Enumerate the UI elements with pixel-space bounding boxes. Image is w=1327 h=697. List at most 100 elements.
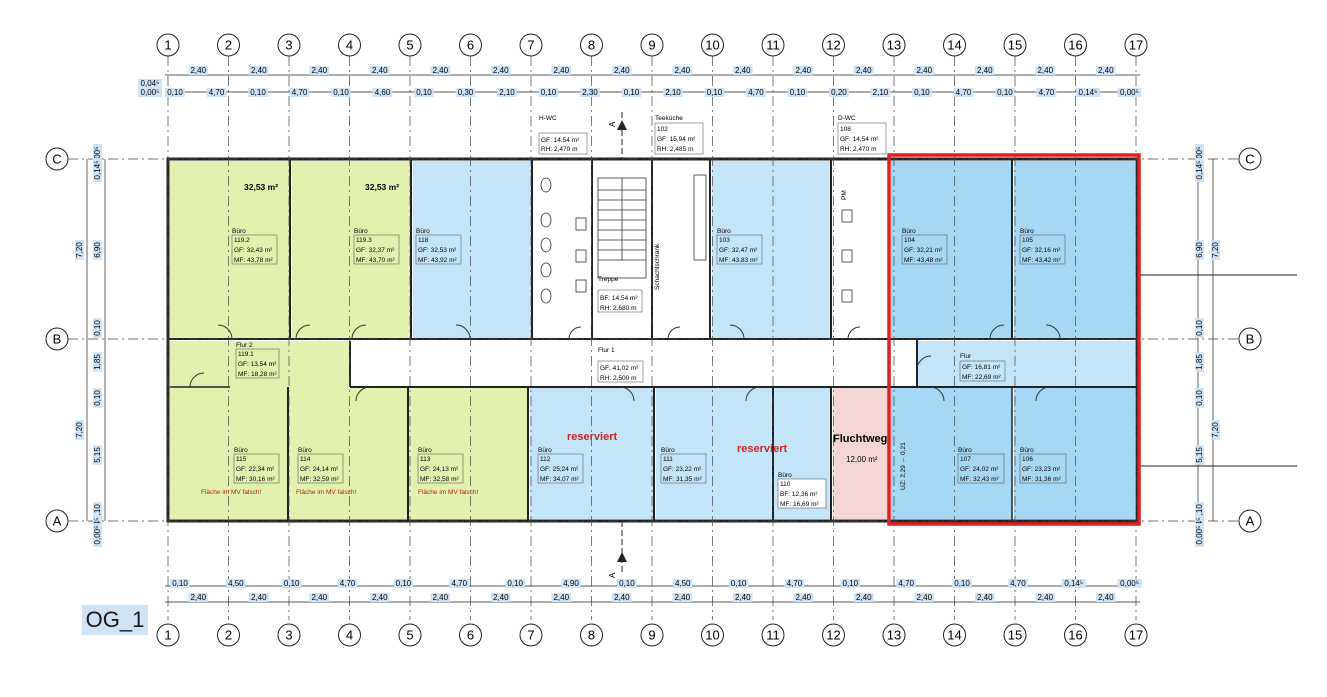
dim-top-grid-10: 2,40 — [735, 66, 751, 75]
dim-top-grid-16: 2,40 — [1098, 66, 1114, 75]
svg-text:Flur: Flur — [960, 353, 972, 360]
svg-text:13: 13 — [887, 38, 901, 53]
svg-text:MF: 32,43 m²: MF: 32,43 m² — [960, 476, 999, 483]
svg-text:108: 108 — [840, 126, 851, 133]
svg-text:RH: 2,470 m: RH: 2,470 m — [840, 146, 877, 153]
dim-bottom-sub-16: 4,70 — [1010, 579, 1026, 588]
axis-bubble-bottom-4: 4 — [338, 623, 361, 647]
room-106[interactable] — [1014, 387, 1135, 519]
svg-text:Büro: Büro — [1020, 447, 1034, 454]
axis-bubble-top-14: 14 — [943, 33, 966, 57]
svg-text:10: 10 — [705, 628, 719, 643]
dim-top-sub-24: 0,00⁵ — [1120, 88, 1139, 97]
dim-left-10: 0,00⁵ — [93, 526, 102, 545]
axis-bubble-bottom-8: 8 — [580, 623, 603, 647]
dim-top-sub-12: 0,10 — [624, 88, 640, 97]
room-118[interactable] — [413, 161, 532, 339]
svg-text:Büro: Büro — [416, 228, 430, 235]
svg-text:Büro: Büro — [354, 228, 368, 235]
axis-bubble-top-10: 10 — [701, 33, 724, 57]
room-112-reserved: reserviert — [567, 431, 617, 443]
svg-text:MF: 22,69 m²: MF: 22,69 m² — [962, 374, 1001, 381]
svg-text:107: 107 — [960, 456, 971, 463]
dim-top-sub-18: 2,10 — [873, 88, 889, 97]
dim-right-4: 0,10 — [1195, 320, 1204, 336]
dim-bottom-sub-5: 0,10 — [396, 579, 412, 588]
dim-top-sub-13: 2,10 — [665, 88, 681, 97]
dim-bottom-sub-2: 4,50 — [228, 579, 244, 588]
svg-text:119.1: 119.1 — [238, 351, 254, 358]
room-104[interactable] — [891, 161, 1012, 339]
dim-top-grid-12: 2,40 — [856, 66, 872, 75]
svg-text:16: 16 — [1068, 628, 1082, 643]
svg-text:119.3: 119.3 — [356, 237, 372, 244]
axis-bubble-top-7: 7 — [519, 33, 543, 57]
room-105[interactable] — [1014, 161, 1135, 339]
room-107[interactable] — [891, 387, 1012, 519]
svg-text:MF: 43,78 m²: MF: 43,78 m² — [234, 257, 273, 264]
room-119-2[interactable] — [170, 161, 290, 339]
axis-bubble-top-12: 12 — [822, 33, 845, 57]
room-flur[interactable] — [917, 341, 1135, 387]
room-119-3[interactable] — [292, 161, 411, 339]
dim-bottom-grid-2: 2,40 — [251, 593, 267, 602]
dim-bottom-grid-15: 2,40 — [1037, 593, 1053, 602]
dim-left-total-2: 7,20 — [75, 422, 84, 438]
room-112[interactable] — [530, 387, 654, 519]
dim-top-grid-13: 2,40 — [916, 66, 932, 75]
floor-label: OG_1 — [82, 605, 148, 635]
axis-bubble-bottom-9: 9 — [640, 623, 664, 647]
svg-text:GF: 32,43 m²: GF: 32,43 m² — [234, 247, 273, 254]
svg-text:GF: 22,34 m²: GF: 22,34 m² — [236, 466, 275, 473]
svg-text:H-WC: H-WC — [539, 115, 557, 122]
section-marker-top: A — [608, 112, 627, 160]
svg-text:6: 6 — [467, 38, 474, 53]
svg-text:MF: 34,07 m²: MF: 34,07 m² — [540, 476, 579, 483]
dim-top-sub-4: 4,70 — [292, 88, 308, 97]
dim-top-grid-6: 2,40 — [493, 66, 509, 75]
svg-text:GF: 15,94 m²: GF: 15,94 m² — [657, 136, 696, 143]
dim-top-sub-21: 0,10 — [997, 88, 1013, 97]
dim-top-grid-4: 2,40 — [372, 66, 388, 75]
dim-right-10: 0,00⁵ — [1195, 526, 1204, 545]
room-119-1[interactable] — [170, 341, 350, 387]
dim-bottom-grid-12: 2,40 — [856, 593, 872, 602]
dim-left-total-1: 7,20 — [75, 242, 84, 258]
svg-text:8: 8 — [588, 38, 595, 53]
dim-bottom-sub-1: 0,10 — [172, 579, 188, 588]
svg-text:GF: 24,13 m²: GF: 24,13 m² — [420, 466, 459, 473]
dim-right-3: 6,90 — [1195, 242, 1204, 258]
room-115[interactable] — [170, 387, 288, 519]
svg-text:111: 111 — [663, 456, 673, 463]
svg-text:GF: 32,16 m²: GF: 32,16 m² — [1022, 247, 1061, 254]
room-119-3-area: 32,53 m² — [365, 182, 399, 192]
room-labels: 32,53 m² Büro 119.2 GF: 32,43 m² MF: 43,… — [201, 115, 1067, 509]
dim-bottom-sub-18: 0,00⁵ — [1120, 579, 1139, 588]
row-bubble-right-B: B — [1238, 327, 1262, 351]
svg-text:BF: 14,54 m²: BF: 14,54 m² — [600, 295, 638, 302]
svg-text:10: 10 — [705, 38, 719, 53]
room-111[interactable] — [656, 387, 773, 519]
dim-left-1: 0,00⁵ — [93, 147, 102, 166]
dim-top-sub-19: 0,10 — [914, 88, 930, 97]
row-bubble-right-C: C — [1238, 147, 1262, 171]
svg-text:3: 3 — [285, 38, 292, 53]
room-113[interactable] — [408, 387, 528, 519]
row-bubble-left-A: A — [45, 509, 69, 533]
room-fluchtweg[interactable] — [833, 387, 889, 519]
svg-text:MF: 43,70 m²: MF: 43,70 m² — [356, 257, 395, 264]
dim-bottom-sub-14: 4,70 — [898, 579, 914, 588]
svg-text:9: 9 — [648, 628, 655, 643]
svg-text:Büro: Büro — [234, 447, 248, 454]
svg-text:2: 2 — [225, 628, 232, 643]
svg-text:GF: 23,22 m²: GF: 23,22 m² — [663, 466, 702, 473]
svg-text:MF: 31,36 m²: MF: 31,36 m² — [1022, 476, 1061, 483]
room-114[interactable] — [288, 387, 408, 519]
room-103[interactable] — [712, 161, 831, 339]
svg-text:12: 12 — [826, 38, 840, 53]
svg-text:MF: 30,16 m²: MF: 30,16 m² — [236, 476, 275, 483]
dim-top-sub-23: 0,14⁵ — [1079, 88, 1098, 97]
axis-bubble-top-2: 2 — [217, 33, 240, 57]
svg-text:D-WC: D-WC — [838, 115, 856, 122]
svg-text:GF: 24,02 m²: GF: 24,02 m² — [960, 466, 999, 473]
